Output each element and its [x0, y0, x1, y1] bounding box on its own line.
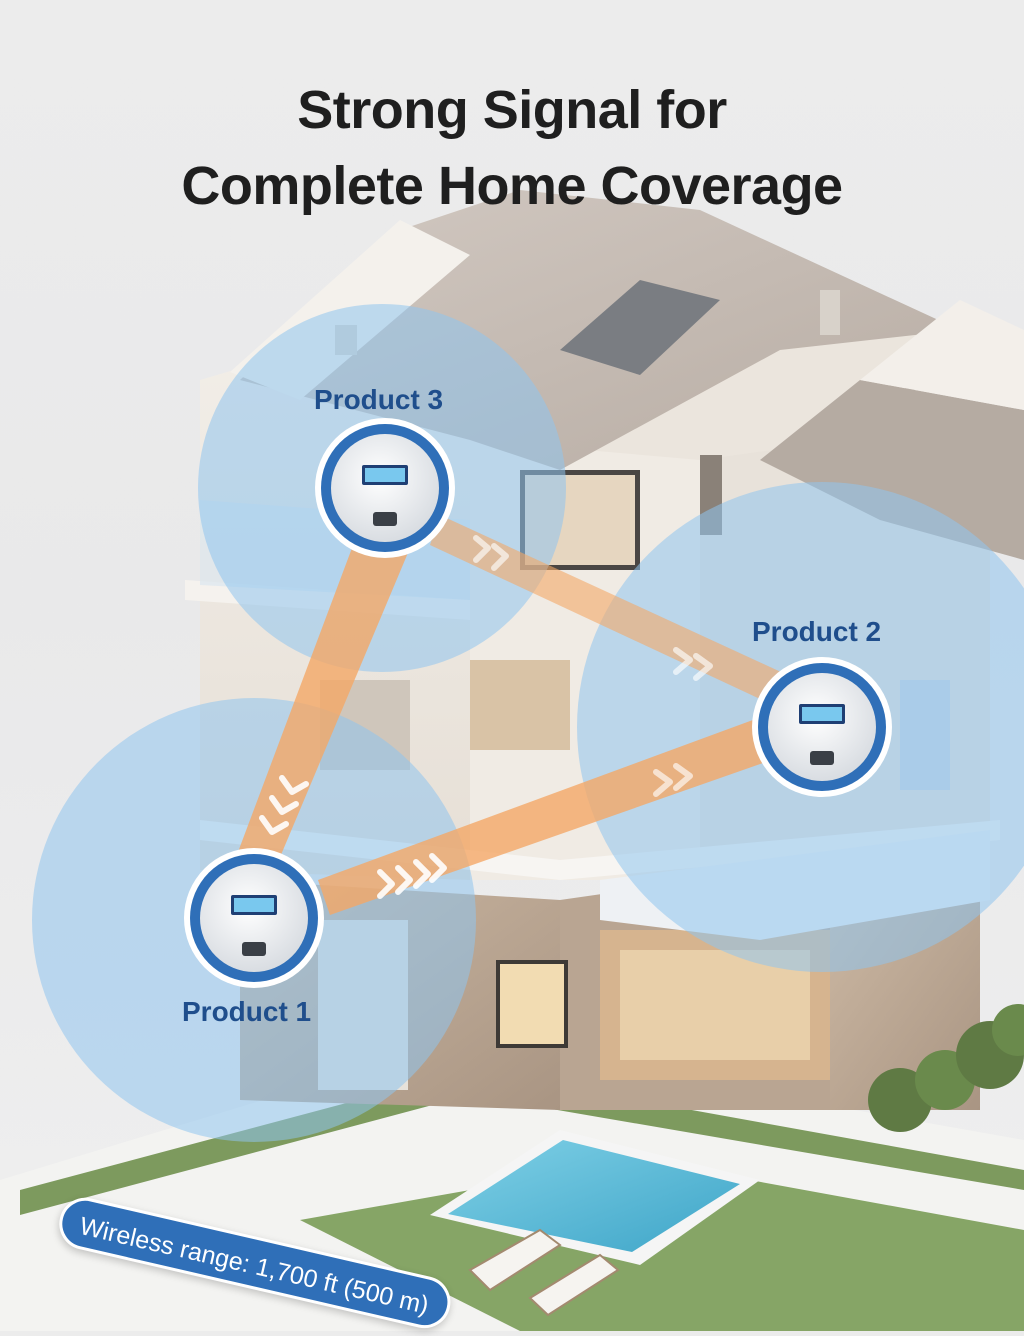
- shrubs: [868, 1004, 1024, 1132]
- product-1-label: Product 1: [182, 996, 312, 1027]
- detector-product-3: [315, 418, 455, 558]
- detector-product-1: [184, 848, 324, 988]
- headline: Strong Signal for Complete Home Coverage: [0, 72, 1024, 224]
- headline-line-1: Strong Signal for: [297, 80, 727, 140]
- headline-line-2: Complete Home Coverage: [181, 156, 843, 216]
- product-3-label: Product 3: [314, 384, 444, 415]
- pool: [430, 1130, 760, 1265]
- signal-chevrons: [259, 535, 713, 899]
- product-2-label: Product 2: [752, 616, 882, 647]
- detector-product-2: [752, 657, 892, 797]
- lounge-chairs: [468, 1228, 620, 1317]
